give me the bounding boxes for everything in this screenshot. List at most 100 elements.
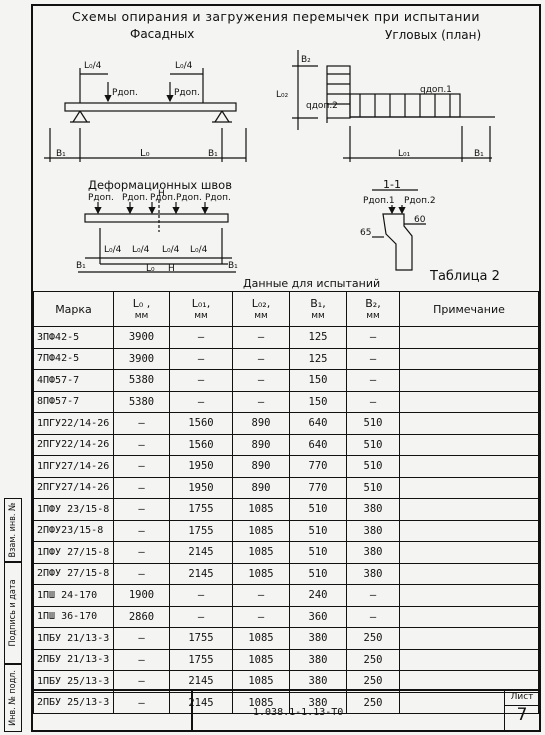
cell-note [399,605,539,628]
cell-mark: 2ПБУ 25/13-3 [33,691,114,714]
cell-l0: — [113,541,170,564]
cell-l0: 3900 [113,347,170,370]
cell-mark: 7ПФ42-5 [33,347,114,370]
cell-l02: 890 [232,476,290,499]
cell-l01: 1560 [169,412,233,435]
label-b1-right: B₁ [208,149,218,159]
cell-b1: 360 [289,605,347,628]
test-data-table: Марка L₀ ,мм L₀₁,мм L₀₂,мм B₁,мм B₂,мм П… [33,291,539,714]
cell-note [399,326,539,349]
cell-note [399,648,539,671]
label-joint-p4: Pдоп. [176,193,202,203]
cell-mark: 1ПФУ 27/15-8 [33,541,114,564]
header-b1: B₁,мм [289,291,347,327]
cell-mark: 2ПФУ 27/15-8 [33,562,114,585]
cell-l02: 1085 [232,498,290,521]
facade-label: Фасадных [130,27,195,41]
cell-b1: 125 [289,326,347,349]
cell-b2: 510 [346,476,400,499]
cell-b2: 510 [346,455,400,478]
cell-l02: — [232,347,290,370]
cell-l02: 890 [232,433,290,456]
cell-note [399,627,539,650]
cell-b1: 380 [289,648,347,671]
header-l0: L₀ ,мм [113,291,170,327]
cell-note [399,369,539,392]
header-note: Примечание [399,291,539,327]
cell-b1: 770 [289,455,347,478]
label-joint-l0: L₀ [146,264,155,274]
cell-l02: — [232,369,290,392]
cell-l01: 1950 [169,455,233,478]
cell-mark: 2ПФУ23/15-8 [33,519,114,542]
cell-l01: 1755 [169,627,233,650]
cell-l0: 3900 [113,326,170,349]
cell-b1: 380 [289,627,347,650]
corner-label: Угловых (план) [385,28,482,42]
joints-scheme [78,200,236,273]
label-joint-l0q2: L₀/4 [132,245,150,255]
cell-l02: 1085 [232,562,290,585]
cell-b2: — [346,347,400,370]
cell-l01: — [169,347,233,370]
test-data-label: Данные для испытаний [243,277,381,290]
label-l0q-left: L₀/4 [84,61,102,71]
cell-l01: 2145 [169,691,233,714]
cell-b1: 510 [289,498,347,521]
cell-mark: 1ПГУ22/14-26 [33,412,114,435]
cell-b2: — [346,584,400,607]
header-mark: Марка [33,291,114,327]
title-block-divider [191,691,193,732]
side-stamp: Взам. инв. № Подпись и дата Инв. № подл. [0,498,28,734]
cell-l0: — [113,433,170,456]
cell-b1: 150 [289,369,347,392]
cell-b1: 510 [289,541,347,564]
cell-l02: 1085 [232,670,290,693]
label-joint-mark-bottom: H [168,264,175,274]
section-label: 1-1 [383,178,401,191]
cell-note [399,498,539,521]
label-b1-left: B₁ [56,149,66,159]
cell-note [399,519,539,542]
cell-l02: 1085 [232,648,290,671]
cell-l01: 1755 [169,648,233,671]
label-dim-60: 60 [414,215,426,225]
cell-l02: 1085 [232,627,290,650]
header-l01: L₀₁,мм [169,291,233,327]
label-l0: L₀ [140,148,150,159]
cell-l0: — [113,691,170,714]
cell-l0: 5380 [113,369,170,392]
cell-b1: 640 [289,433,347,456]
cell-l01: — [169,326,233,349]
sheet-number: 7 [516,705,528,725]
cell-mark: 8ПФ57-7 [33,390,114,413]
cell-b2: — [346,605,400,628]
cell-mark: 1ПШ 36-170 [33,605,114,628]
cell-b1: 640 [289,412,347,435]
label-l0q-right: L₀/4 [175,61,193,71]
cell-note [399,584,539,607]
cell-l0: — [113,562,170,585]
cell-note [399,562,539,585]
cell-l02: 1085 [232,519,290,542]
cell-note [399,476,539,499]
joints-label: Деформационных швов [88,178,232,192]
label-joint-b1-right: B₁ [228,261,238,271]
cell-mark: 1ПФУ 23/15-8 [33,498,114,521]
cell-l02: 890 [232,412,290,435]
header-b2: B₂,мм [346,291,400,327]
cell-l01: 2145 [169,670,233,693]
document-number: 1.038.1-1.13-Т0 [253,707,344,718]
section-scheme [372,189,426,271]
label-joint-p3: Pдоп. [150,193,176,203]
cell-note [399,541,539,564]
